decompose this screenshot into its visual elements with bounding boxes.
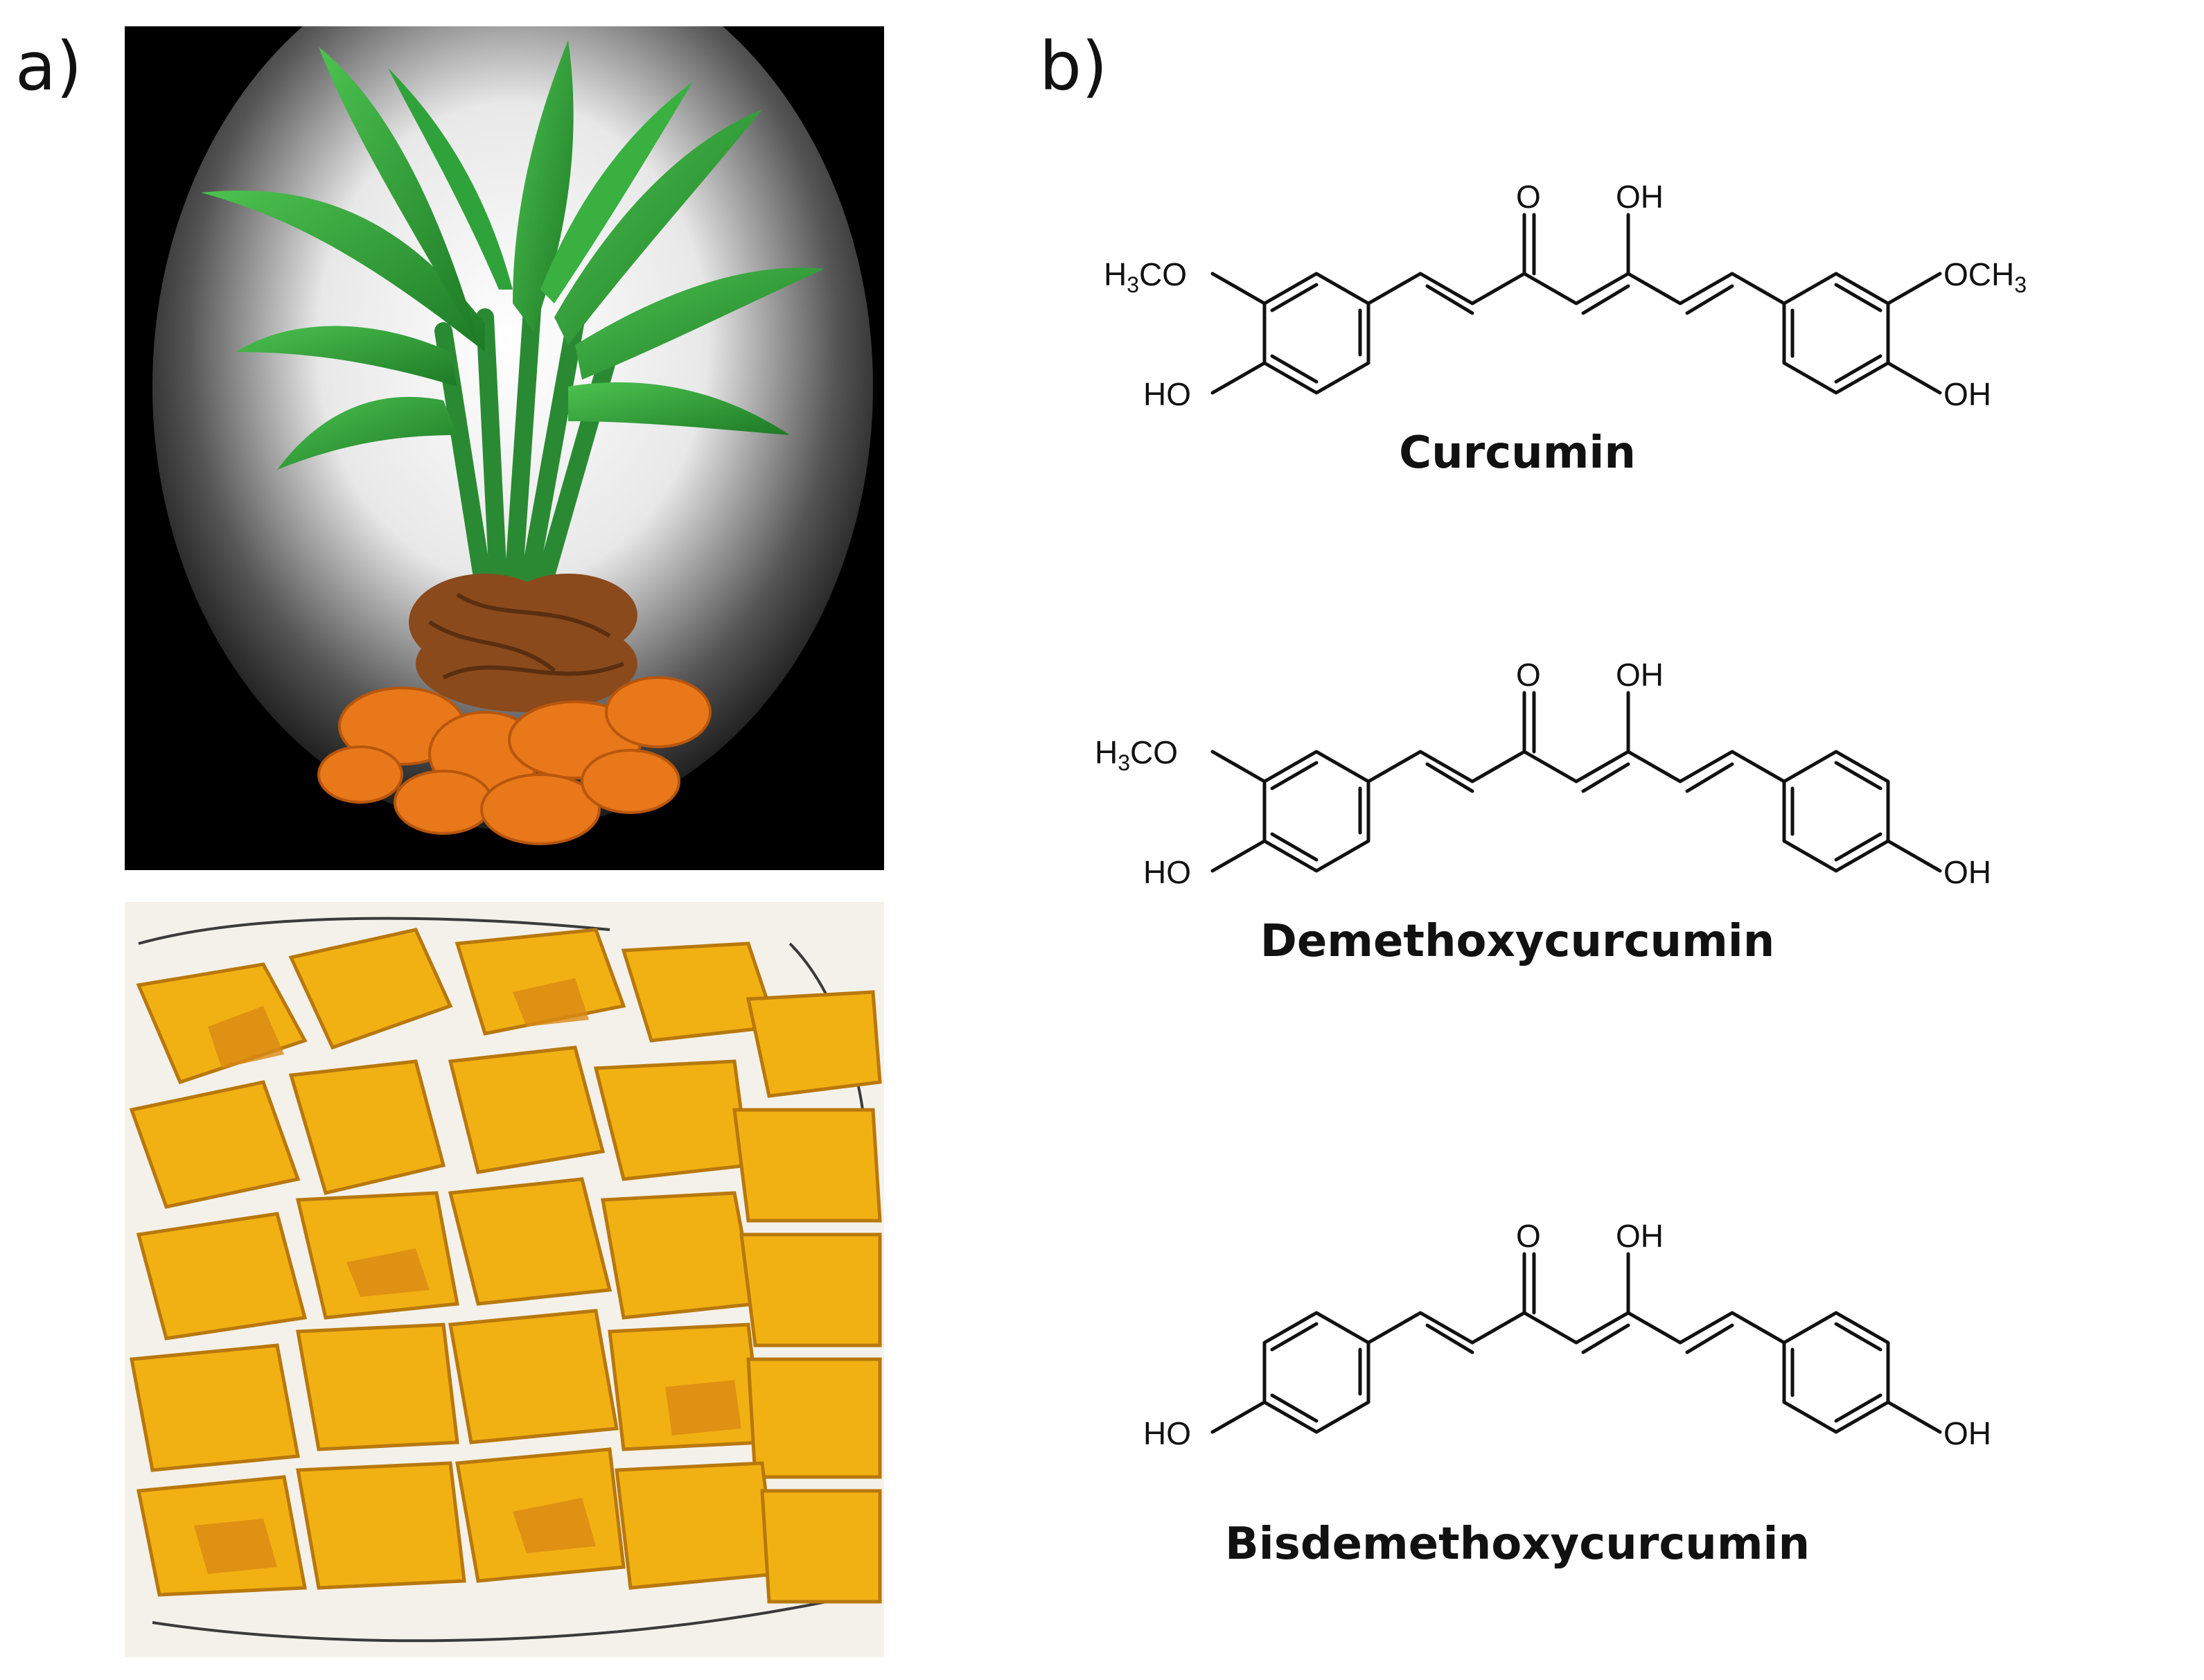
demethoxycurcumin-structure: H3CO HO O OH OH Demethoxycurcumin (1095, 657, 1991, 967)
bisdemethoxy-right-bottom-label: OH (1943, 1415, 1991, 1451)
curcumin-name: Curcumin (1399, 427, 1636, 479)
bisdemethoxy-enol-label: OH (1616, 1218, 1664, 1254)
ring-left-1 (1262, 272, 1370, 395)
curcumin-left-top-label: H3CO (1104, 256, 1187, 297)
demethoxy-keto-label: O (1516, 657, 1541, 693)
panel-label-b: b) (1039, 28, 1108, 105)
bisdemethoxycurcumin-name: Bisdemethoxycurcumin (1225, 1519, 1810, 1570)
curcumin-right-bottom-label: OH (1943, 376, 1991, 412)
curcumin-left-bottom-label: HO (1143, 376, 1191, 412)
curcumin-keto-label: O (1516, 179, 1541, 215)
turmeric-plant-photo (125, 26, 884, 870)
demethoxy-left-bottom-label: HO (1143, 854, 1191, 890)
bisdemethoxy-keto-label: O (1516, 1218, 1541, 1254)
bisdemethoxy-left-bottom-label: HO (1143, 1415, 1191, 1451)
curcumin-enol-label: OH (1616, 179, 1664, 215)
demethoxy-enol-label: OH (1616, 657, 1664, 693)
dried-turmeric-photo (125, 902, 884, 1657)
demethoxycurcumin-name: Demethoxycurcumin (1260, 916, 1775, 967)
curcumin-structure: H3CO HO O OH OCH3 OH Curcumin (1104, 179, 2027, 479)
dried-turmeric-illustration (125, 902, 884, 1657)
curcumin-right-top-label: OCH3 (1943, 256, 2027, 297)
bisdemethoxycurcumin-structure: HO O OH OH Bisdemethoxycurcumin (1143, 1218, 1991, 1570)
demethoxy-right-bottom-label: OH (1943, 854, 1991, 890)
structures-canvas: H3CO HO O OH OCH3 OH Curcumin (1095, 179, 2027, 1570)
turmeric-plant-illustration (125, 26, 884, 870)
curcuminoid-structures: H3CO HO O OH OCH3 OH Curcumin (1039, 139, 2204, 1628)
ring-right-1 (1782, 272, 1890, 395)
demethoxy-left-top-label: H3CO (1095, 734, 1178, 775)
panel-label-a: a) (15, 28, 82, 105)
